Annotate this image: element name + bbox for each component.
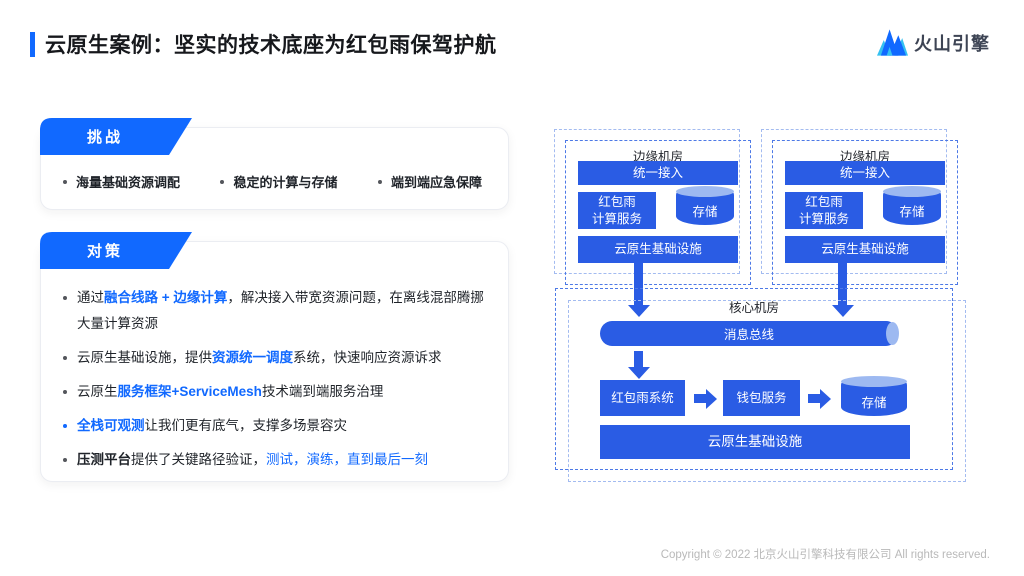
- solution-card: 对策 通过融合线路 + 边缘计算，解决接入带宽资源问题，在离线混部腾挪大量计算资…: [40, 241, 509, 482]
- cloudnative-infra-box: 云原生基础设施: [600, 425, 910, 459]
- challenge-item-label: 海量基础资源调配: [76, 175, 181, 190]
- cloudnative-infra-box: 云原生基础设施: [578, 236, 738, 263]
- bullet-dot: [63, 458, 67, 462]
- edge-room-right-title: 边缘机房: [839, 150, 890, 164]
- challenge-item: 稳定的计算与存储: [220, 172, 338, 191]
- edge-room-left-title: 边缘机房: [632, 150, 683, 164]
- core-room-title: 核心机房: [728, 301, 779, 315]
- solution-bullet-text: 云原生服务框架+ServiceMesh技术端到端服务治理: [77, 384, 384, 399]
- solution-bullet-text: 全栈可观测让我们更有底气，支撑多场景容灾: [77, 418, 347, 433]
- edge-room-left-border: [565, 140, 751, 285]
- down-arrow: [838, 263, 847, 305]
- edge-room-right-border: [772, 140, 958, 285]
- core-room-border: [555, 288, 953, 470]
- solution-bullet: 通过融合线路 + 边缘计算，解决接入带宽资源问题，在离线混部腾挪大量计算资源: [63, 285, 490, 337]
- challenge-item-label: 端到端应急保障: [390, 175, 482, 190]
- volcano-mountain-icon: [876, 27, 909, 59]
- solution-tab: 对策: [40, 232, 192, 269]
- solution-bullet: 云原生服务框架+ServiceMesh技术端到端服务治理: [63, 379, 490, 405]
- wallet-service-box: 钱包服务: [723, 380, 800, 416]
- edge-room-left-outer-border: [554, 129, 740, 274]
- challenge-item-label: 稳定的计算与存储: [233, 175, 338, 190]
- bullet-dot: [63, 390, 67, 394]
- bullet-dot: [63, 179, 67, 184]
- bullet-dot: [377, 179, 382, 184]
- brand-logo-text: 火山引擎: [914, 34, 990, 54]
- bullet-dot: [220, 179, 225, 184]
- solution-bullet-text: 压测平台提供了关键路径验证，测试，演练，直到最后一刻: [77, 452, 428, 467]
- unified-access-box: 统一接入: [578, 161, 738, 185]
- redpacket-system-box: 红包雨系统: [600, 380, 685, 416]
- bullet-dot: [63, 424, 67, 428]
- bullet-dot: [63, 296, 67, 300]
- solution-bullet-text: 通过融合线路 + 边缘计算，解决接入带宽资源问题，在离线混部腾挪大量计算资源: [77, 290, 484, 331]
- cloudnative-infra-box: 云原生基础设施: [785, 236, 945, 263]
- right-arrow: [808, 394, 820, 403]
- redpacket-compute-box: 红包雨 计算服务: [785, 192, 863, 229]
- solution-bullet-list: 通过融合线路 + 边缘计算，解决接入带宽资源问题，在离线混部腾挪大量计算资源云原…: [63, 285, 490, 473]
- core-room-outer-border: [568, 300, 966, 482]
- solution-bullet: 全栈可观测让我们更有底气，支撑多场景容灾: [63, 413, 490, 439]
- redpacket-compute-box: 红包雨 计算服务: [578, 192, 656, 229]
- challenge-item: 端到端应急保障: [377, 172, 482, 191]
- edge-room-right-outer-border: [761, 129, 947, 274]
- brand-logo: 火山引擎: [876, 27, 990, 59]
- copyright-text: Copyright © 2022 北京火山引擎科技有限公司 All rights…: [660, 549, 990, 561]
- storage-cylinder: 存储: [841, 376, 907, 416]
- right-arrow: [694, 394, 706, 403]
- bullet-dot: [63, 356, 67, 360]
- storage-cylinder: 存储: [676, 186, 734, 225]
- challenge-tab: 挑战: [40, 118, 192, 155]
- challenge-item-list: 海量基础资源调配 稳定的计算与存储 端到端应急保障: [63, 172, 482, 191]
- challenge-card: 挑战 海量基础资源调配 稳定的计算与存储 端到端应急保障: [40, 127, 509, 210]
- storage-cylinder: 存储: [883, 186, 941, 225]
- message-bus-cylinder: 消息总线: [600, 321, 899, 346]
- title-accent-bar: [30, 32, 35, 57]
- down-arrow: [634, 263, 643, 305]
- unified-access-box: 统一接入: [785, 161, 945, 185]
- solution-bullet: 云原生基础设施，提供资源统一调度系统，快速响应资源诉求: [63, 345, 490, 371]
- challenge-item: 海量基础资源调配: [63, 172, 180, 191]
- solution-bullet-text: 云原生基础设施，提供资源统一调度系统，快速响应资源诉求: [77, 350, 442, 365]
- solution-bullet: 压测平台提供了关键路径验证，测试，演练，直到最后一刻: [63, 447, 490, 473]
- down-arrow: [634, 351, 643, 367]
- page-title: 云原生案例：坚实的技术底座为红包雨保驾护航: [45, 34, 497, 57]
